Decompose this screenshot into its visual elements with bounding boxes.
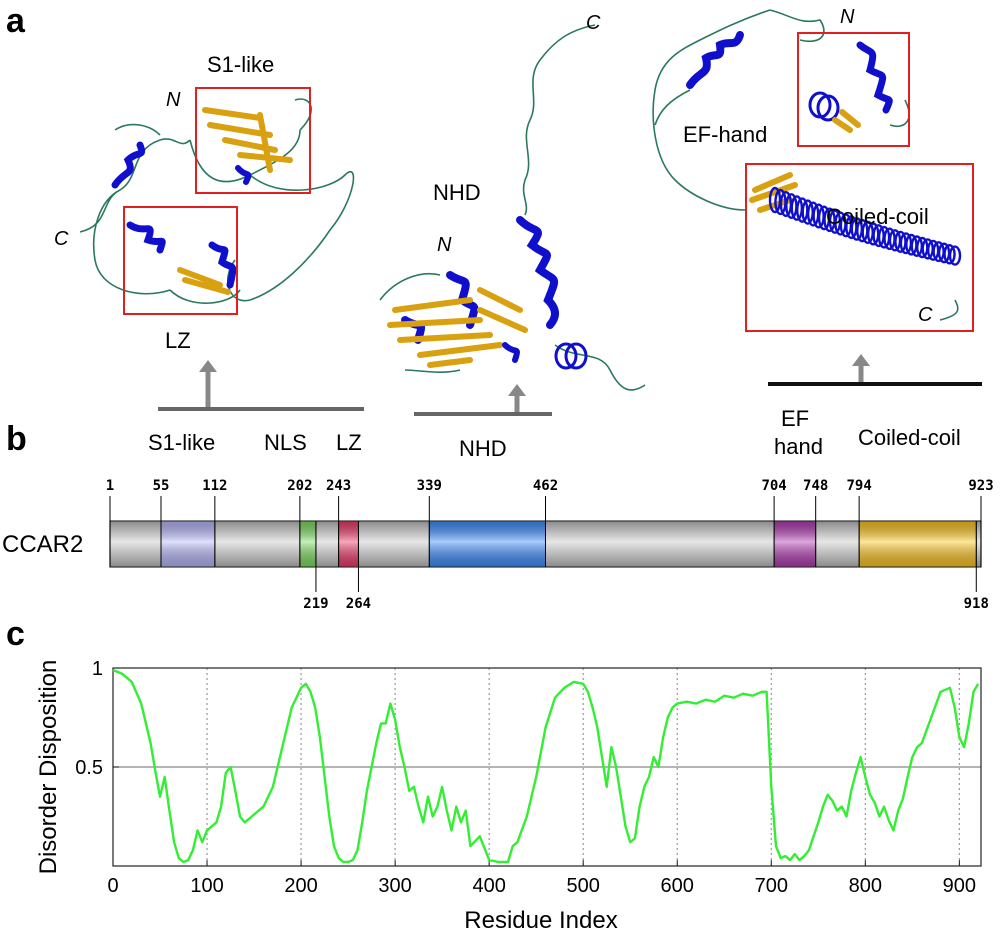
x-tick-label: 0 bbox=[107, 875, 118, 897]
top-position-label: 704 bbox=[761, 478, 786, 494]
domain-shine-5 bbox=[859, 521, 977, 567]
nhd-domain-title: NHD bbox=[459, 436, 507, 461]
panel-b-letter: b bbox=[6, 420, 27, 458]
ef-hand-domain-title-line1: EF bbox=[781, 406, 810, 431]
domain-shine-4 bbox=[774, 521, 816, 567]
ef-hand-box bbox=[797, 32, 910, 147]
ef-hand-domain-title-line2: hand bbox=[774, 434, 823, 459]
x-tick-label: 900 bbox=[943, 875, 976, 897]
panel-a-letter: a bbox=[6, 2, 25, 40]
coiled-coil-domain-title: Coiled-coil bbox=[858, 425, 961, 450]
x-tick-label: 100 bbox=[190, 875, 223, 897]
top-position-label: 112 bbox=[202, 478, 227, 494]
bottom-position-label: 219 bbox=[303, 596, 328, 612]
lz-domain-title: LZ bbox=[336, 430, 362, 455]
top-position-label: 1 bbox=[106, 478, 114, 494]
s1-like-domain-title: S1-like bbox=[148, 430, 216, 455]
s1-like-structure-label: S1-like bbox=[207, 52, 275, 77]
x-tick-label: 400 bbox=[472, 875, 505, 897]
y-axis-label: Disorder Disposition bbox=[35, 660, 62, 875]
x-tick-label: 500 bbox=[567, 875, 600, 897]
top-position-label: 243 bbox=[326, 478, 351, 494]
structure-3-c-terminus: C bbox=[918, 304, 933, 326]
domain-shine-0 bbox=[161, 521, 215, 567]
structure-3-n-terminus: N bbox=[840, 6, 855, 28]
x-tick-label: 700 bbox=[755, 875, 788, 897]
nhd-structure-label: NHD bbox=[433, 180, 481, 205]
domain-shine-2 bbox=[338, 521, 359, 567]
x-tick-label: 300 bbox=[378, 875, 411, 897]
y-tick-label: 0.5 bbox=[75, 757, 103, 779]
s1-like-box bbox=[195, 87, 311, 194]
coiled-coil-structure-label: Coiled-coil bbox=[826, 204, 929, 229]
top-position-label: 55 bbox=[153, 478, 170, 494]
structure-1-n-terminus: N bbox=[166, 89, 181, 111]
lz-box bbox=[123, 206, 238, 315]
top-position-label: 202 bbox=[287, 478, 312, 494]
coiled-coil-box bbox=[745, 163, 974, 332]
panel-c-letter: c bbox=[6, 615, 25, 653]
top-position-label: 794 bbox=[846, 478, 871, 494]
bottom-position-label: 918 bbox=[964, 596, 989, 612]
x-axis-label: Residue Index bbox=[464, 907, 617, 934]
domain-shine-1 bbox=[299, 521, 316, 567]
structure-2-n-terminus: N bbox=[437, 234, 452, 256]
y-tick-label: 1 bbox=[92, 658, 103, 680]
lz-structure-label: LZ bbox=[165, 328, 191, 353]
x-tick-label: 800 bbox=[849, 875, 882, 897]
domain-shine-3 bbox=[429, 521, 546, 567]
disorder-series-line bbox=[112, 668, 980, 864]
protein-name: CCAR2 bbox=[2, 531, 84, 558]
top-position-label: 462 bbox=[533, 478, 558, 494]
x-tick-label: 600 bbox=[661, 875, 694, 897]
x-tick-label: 200 bbox=[284, 875, 317, 897]
bottom-position-label: 264 bbox=[346, 596, 371, 612]
ef-hand-structure-label: EF-hand bbox=[683, 122, 768, 147]
structure-1-c-terminus: C bbox=[54, 228, 69, 250]
structure-2-c-terminus: C bbox=[586, 12, 601, 34]
top-position-label: 748 bbox=[803, 478, 828, 494]
nls-domain-title: NLS bbox=[264, 430, 307, 455]
top-position-label: 339 bbox=[417, 478, 442, 494]
top-position-label: 923 bbox=[968, 478, 993, 494]
